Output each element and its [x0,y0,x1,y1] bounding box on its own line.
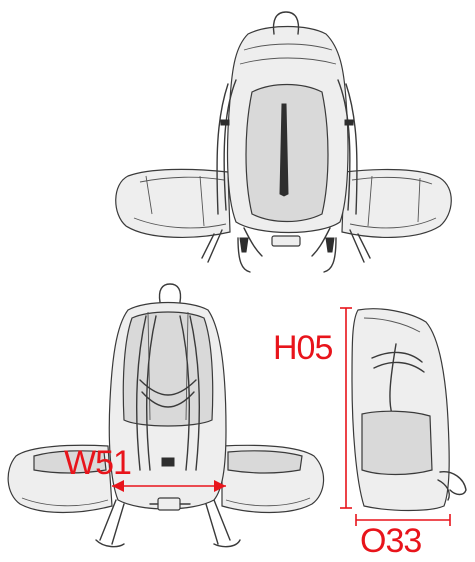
width-label: W51 [64,444,132,482]
front-zipper [279,103,289,197]
pack-body-side [351,308,450,512]
depth-label: O33 [360,522,422,560]
height-label: H05 [273,329,333,367]
side-view [351,308,467,512]
front-view [115,11,452,273]
depth-dimension [355,514,451,526]
back-view [7,283,325,548]
height-dimension [340,307,352,509]
hip-belt-left [115,168,231,238]
side-pocket [361,410,433,476]
top-handle [272,11,300,35]
width-dimension [112,480,226,492]
hip-buckle [157,497,181,511]
hip-belt-right [341,168,452,238]
